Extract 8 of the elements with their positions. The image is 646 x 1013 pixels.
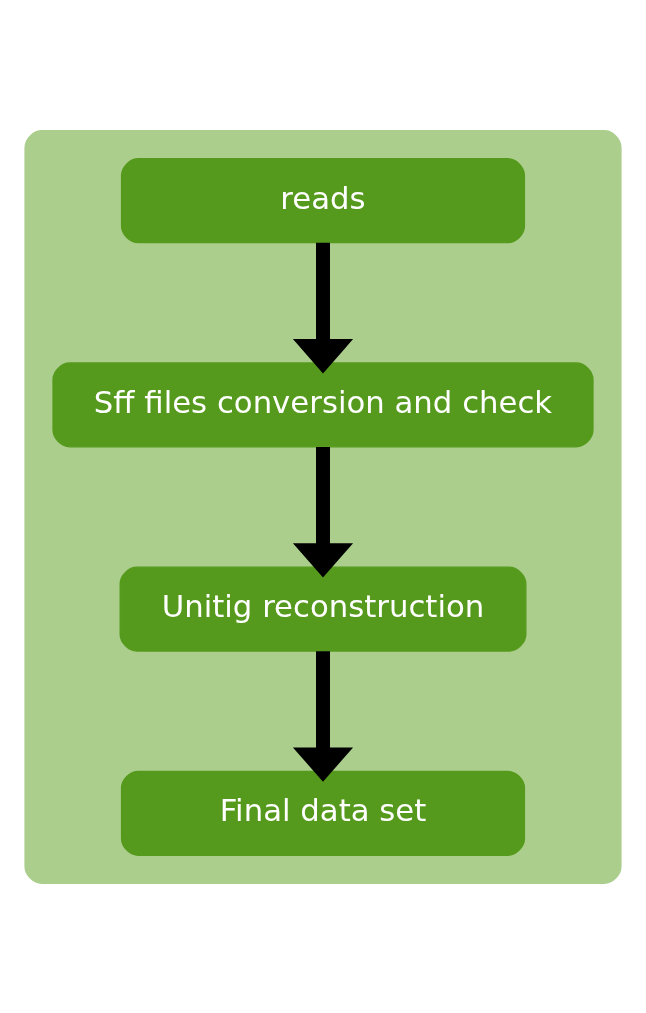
arrow [292,650,354,782]
node-box: reads [120,157,526,243]
node-box: Unitig reconstruction [119,565,527,652]
node-box: Final data set [120,770,526,856]
node-box: Sff files conversion and check [52,361,594,448]
arrow [292,242,354,373]
arrow [292,446,354,578]
cluster [24,129,622,884]
